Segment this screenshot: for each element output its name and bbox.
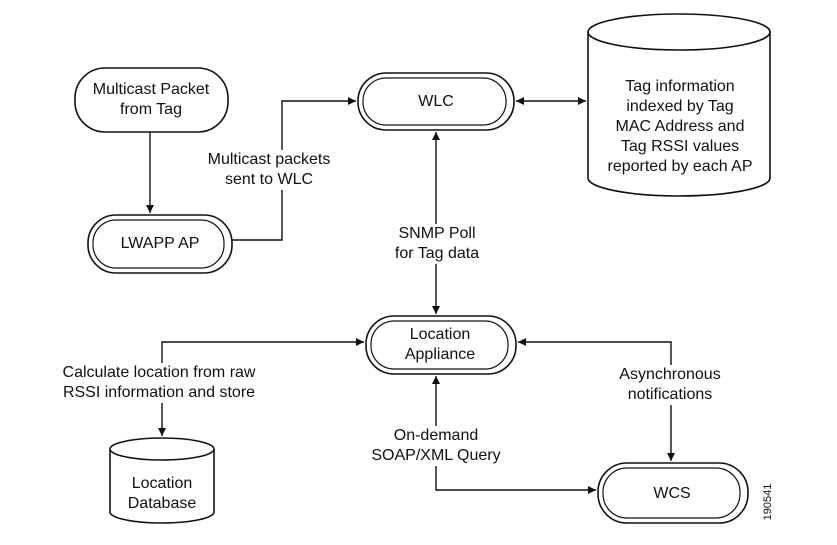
node-text-line: Appliance (404, 346, 476, 363)
edge-label-async: Asynchronous notifications (617, 365, 723, 405)
node-text-line: from Tag (120, 101, 182, 118)
edge-label-line: Multicast packets (207, 151, 331, 168)
node-text-line: MAC Address and (615, 118, 745, 135)
node-text-line: indexed by Tag (626, 98, 734, 115)
edge-appliance-wcs-query (432, 376, 596, 494)
edge-appliance-wcs-async (518, 338, 675, 461)
wcs-node: WCS (653, 484, 690, 504)
edge-label-line: RSSI information and store (62, 384, 256, 401)
edge-label-line: SNMP Poll (398, 225, 476, 242)
node-text-line: WLC (418, 93, 454, 110)
node-text-line: Database (127, 495, 197, 512)
node-text-line: Location (131, 475, 193, 492)
multicast-packet-node: Multicast Packet from Tag (93, 80, 209, 120)
node-text-line: Tag information (625, 78, 735, 95)
figure-id-label: 190541 (762, 483, 774, 521)
wcs-node-outer (597, 462, 749, 524)
edge-label-line: Asynchronous (619, 366, 721, 383)
location-appliance-node-outer (365, 315, 517, 375)
location-appliance-node-inner (370, 320, 509, 370)
wlc-node-inner (362, 77, 507, 126)
location-db-cylinder-top (109, 437, 215, 461)
edge-label-line: Calculate location from raw (62, 364, 256, 381)
node-text-line: WCS (653, 485, 691, 502)
node-text-line: LWAPP AP (120, 235, 200, 252)
node-text-line: reported by each AP (607, 158, 753, 175)
edge-label-line: SOAP/XML Query (371, 447, 501, 464)
tag-db-node: Tag information indexed by Tag MAC Addre… (608, 77, 753, 177)
tag-db-cylinder-top (587, 13, 771, 51)
edge-label-on-demand: On-demand SOAP/XML Query (369, 426, 503, 466)
edge-label-line: sent to WLC (224, 171, 314, 188)
edge-label-snmp-poll: SNMP Poll for Tag data (392, 224, 482, 264)
edge-label-line: On-demand (393, 427, 479, 444)
edge-label-line: for Tag data (394, 245, 480, 262)
node-text-line: Location (409, 326, 471, 343)
location-db-cylinder-body (109, 449, 215, 524)
multicast-packet-node-shape (74, 67, 229, 133)
edge-appliance-locationdb (158, 338, 364, 436)
tag-db-cylinder-body (587, 32, 771, 197)
location-db-node: Location Database (128, 474, 197, 514)
edge-label-multicast-sent: Multicast packets sent to WLC (205, 150, 333, 190)
lwapp-ap-node-inner (92, 219, 225, 269)
node-text-line: Tag RSSI values (620, 138, 740, 155)
wlc-node-outer (357, 72, 515, 131)
edge-label-calculate: Calculate location from raw RSSI informa… (60, 363, 258, 403)
lwapp-ap-node-outer (87, 214, 233, 274)
edge-label-line: notifications (627, 386, 713, 403)
lwapp-ap-node: LWAPP AP (121, 234, 200, 254)
location-appliance-node: Location Appliance (405, 325, 475, 365)
wcs-node-inner (602, 467, 741, 519)
node-text-line: Multicast Packet (92, 81, 210, 98)
wlc-node: WLC (418, 92, 454, 112)
